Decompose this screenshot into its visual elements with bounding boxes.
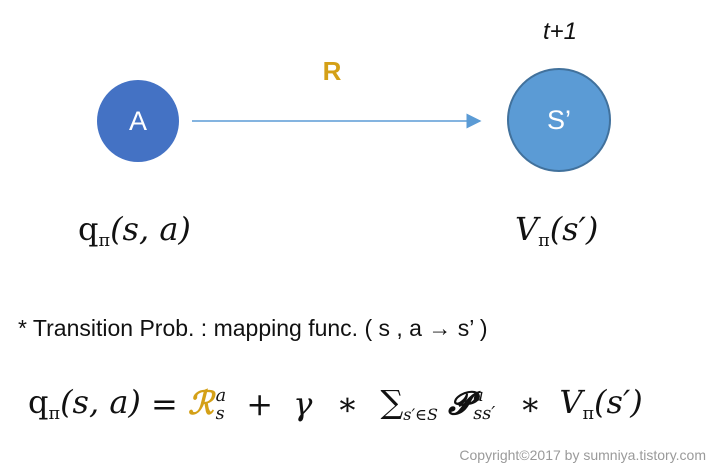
v-function-label: Vπ(s′) xyxy=(515,210,599,252)
eq-times-1: ∗ xyxy=(336,384,359,423)
state-action-node: A xyxy=(97,80,179,162)
eq-times-2: ∗ xyxy=(519,384,542,423)
reward-label: R xyxy=(322,56,342,86)
eq-gamma: γ xyxy=(293,384,313,423)
eq-rhs: Vπ(s′) xyxy=(559,382,643,425)
time-step-label: t+1 xyxy=(542,18,578,45)
copyright-text: Copyright©2017 by sumniya.tistory.com xyxy=(459,447,706,463)
eq-lhs: qπ(s, a) xyxy=(28,382,141,425)
eq-plus: + xyxy=(246,384,274,423)
eq-sum: ∑s′∈S xyxy=(380,382,438,425)
eq-equals: = xyxy=(151,384,178,423)
node-s-label: S’ xyxy=(546,104,571,135)
node-a-label: A xyxy=(128,105,147,136)
q-function-label: qπ(s, a) xyxy=(78,210,191,252)
next-state-node: S’ xyxy=(507,68,611,172)
transition-prob-note: * Transition Prob. : mapping func. ( s ,… xyxy=(18,315,488,341)
